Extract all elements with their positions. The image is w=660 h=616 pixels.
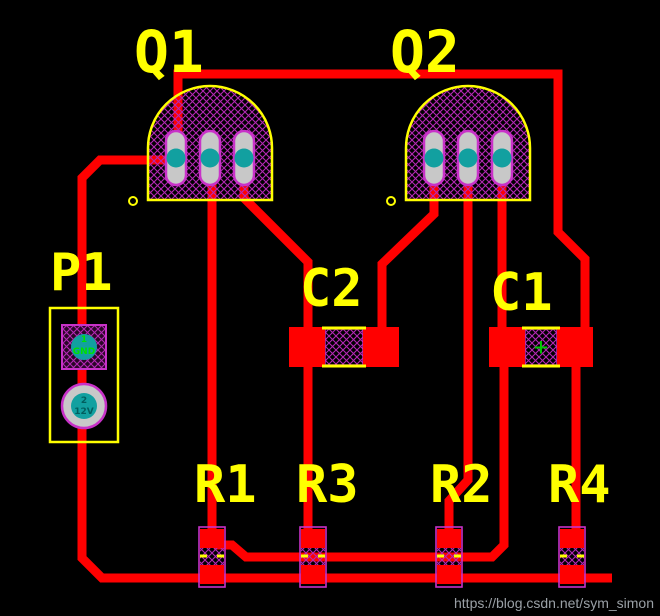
- p1-footprint[interactable]: 1 GND 2 12V: [48, 306, 120, 444]
- q1-pin1-dot-icon: [128, 196, 138, 206]
- p1-designator[interactable]: P1: [50, 243, 113, 303]
- r2-designator[interactable]: R2: [430, 455, 493, 515]
- r2-footprint[interactable]: [435, 526, 463, 588]
- r2-pad-1[interactable]: [437, 529, 461, 548]
- c2-silkscreen-lines: [322, 326, 366, 368]
- q2-footprint[interactable]: [386, 84, 532, 206]
- q2-pad-1-hole: [424, 148, 444, 168]
- trace-c1-to-r1[interactable]: [214, 350, 509, 562]
- r4-body-hatch: [560, 548, 584, 565]
- q1-pad-2[interactable]: [198, 129, 222, 187]
- q1-designator[interactable]: Q1: [134, 18, 204, 86]
- q2-pad-2-hole: [458, 148, 478, 168]
- c2-pad-1[interactable]: [289, 327, 325, 367]
- r2-pad-2[interactable]: [437, 565, 461, 584]
- r3-pad-2[interactable]: [301, 565, 325, 584]
- c2-designator[interactable]: C2: [300, 259, 363, 319]
- p1-pad2-net-label: 12V: [74, 407, 94, 417]
- q2-designator[interactable]: Q2: [390, 18, 460, 86]
- silkscreen-designators: Q1 Q2 P1 C2 C1 R1 R3 R2 R4: [50, 18, 611, 515]
- p1-pad1-number: 1: [81, 335, 87, 345]
- q2-pin1-dot-icon: [386, 196, 396, 206]
- p1-pad-gnd[interactable]: 1 GND: [61, 324, 107, 370]
- r2-outline: [435, 526, 463, 588]
- r4-pad-1[interactable]: [560, 529, 584, 548]
- q2-pad-3-hole: [492, 148, 512, 168]
- r1-pad-1[interactable]: [200, 529, 224, 548]
- r3-outline: [299, 526, 327, 588]
- r1-footprint[interactable]: [198, 526, 226, 588]
- p1-silkscreen-outline: [48, 306, 120, 444]
- r3-footprint[interactable]: [299, 526, 327, 588]
- trace-q2-to-r2[interactable]: [444, 162, 473, 540]
- p1-pad-gnd-hole: [71, 334, 97, 360]
- c1-pad-1[interactable]: [489, 327, 525, 367]
- r1-pad-2[interactable]: [200, 565, 224, 584]
- r3-body-hatch: [301, 548, 325, 565]
- q1-silkscreen-outline: [146, 84, 274, 202]
- r4-designator[interactable]: R4: [548, 455, 611, 515]
- c2-pad-2[interactable]: [363, 327, 399, 367]
- watermark-text: https://blog.csdn.net/sym_simon: [454, 595, 654, 611]
- c1-footprint[interactable]: +: [489, 326, 593, 368]
- p1-pad1-net-label: GND: [73, 347, 95, 357]
- q2-pad-1[interactable]: [422, 129, 446, 187]
- c2-footprint[interactable]: [289, 326, 399, 368]
- c2-body-hatch: [324, 328, 364, 366]
- r3-designator[interactable]: R3: [296, 455, 359, 515]
- q1-footprint[interactable]: [128, 84, 274, 206]
- q1-pad-2-hole: [200, 148, 220, 168]
- r2-body-hatch: [437, 548, 461, 565]
- q1-pad-1-hole: [166, 148, 186, 168]
- c1-polarity-mark: +: [534, 333, 548, 361]
- r1-body-hatch: [200, 548, 224, 565]
- trace-top-rail[interactable]: [173, 69, 590, 345]
- p1-pad-12v[interactable]: 2 12V: [60, 382, 108, 430]
- p1-pad-12v-hole: [71, 393, 97, 419]
- r1-outline: [198, 526, 226, 588]
- q2-silkscreen-outline: [404, 84, 532, 202]
- q2-pad-2[interactable]: [456, 129, 480, 187]
- p1-pad2-number: 2: [81, 396, 87, 406]
- q1-pad-3[interactable]: [232, 129, 256, 187]
- trace-gnd-rail[interactable]: [77, 155, 612, 583]
- r4-pad-2[interactable]: [560, 565, 584, 584]
- q1-pad-1[interactable]: [164, 129, 188, 187]
- c1-designator[interactable]: C1: [490, 263, 553, 323]
- q2-pad-3[interactable]: [490, 129, 514, 187]
- r4-outline: [558, 526, 586, 588]
- c1-pad-2[interactable]: [557, 327, 593, 367]
- c1-silkscreen-lines: [522, 326, 560, 368]
- r1-designator[interactable]: R1: [194, 455, 257, 515]
- r3-pad-1[interactable]: [301, 529, 325, 548]
- r4-footprint[interactable]: [558, 526, 586, 588]
- q1-pad-3-hole: [234, 148, 254, 168]
